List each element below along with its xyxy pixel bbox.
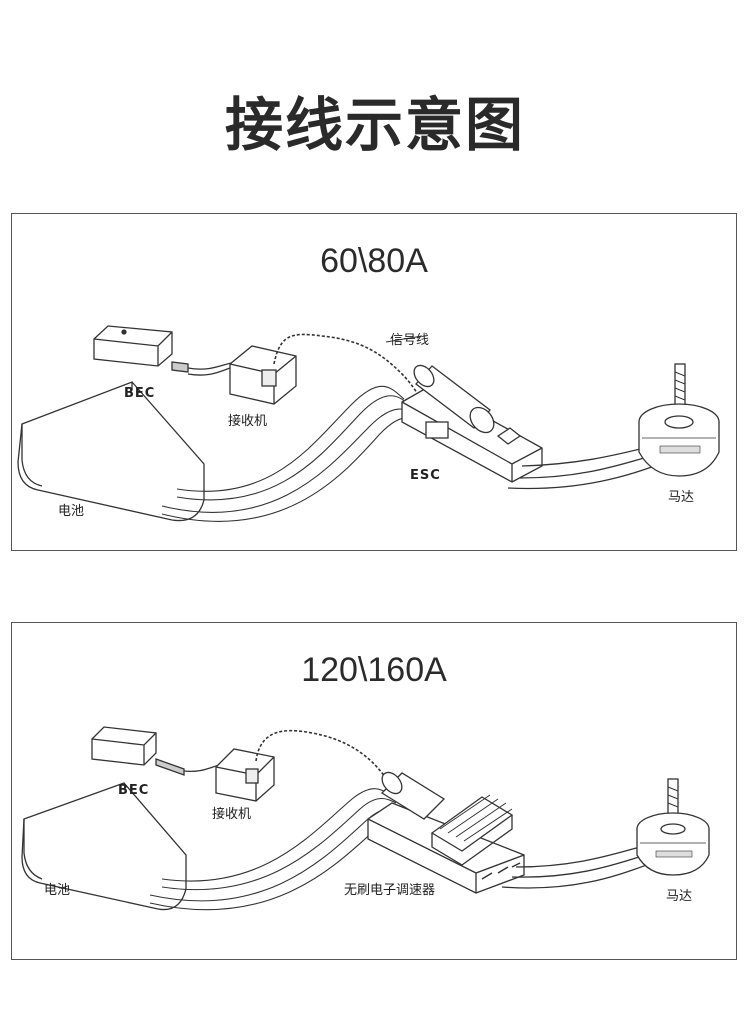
label-battery: 电池 (44, 883, 71, 898)
page-title: 接线示意图 (224, 91, 525, 159)
label-battery: 电池 (58, 504, 85, 519)
panel-heading: 120\160A (301, 651, 447, 689)
battery-pack (17, 381, 205, 522)
battery-pack (21, 782, 187, 911)
wiring-illustration (21, 726, 710, 911)
label-esc: ESC (410, 468, 441, 483)
diagram-panel-60-80a: 60\80A (11, 213, 737, 551)
wiring-illustration (17, 325, 720, 522)
label-receiver: 接收机 (228, 414, 268, 429)
label-motor: 马达 (668, 490, 695, 505)
diagram-panel-120-160a: 120\160A (11, 622, 737, 960)
esc-module (367, 771, 525, 894)
panel-heading: 60\80A (320, 242, 428, 280)
label-signal-wire: 信号线 (390, 333, 430, 348)
bec-module (91, 726, 185, 776)
label-motor: 马达 (666, 889, 693, 904)
receiver-module (229, 345, 297, 405)
label-esc: 无刷电子调速器 (344, 883, 436, 898)
label-receiver: 接收机 (212, 807, 252, 822)
motor (636, 778, 710, 876)
label-bec: BEC (124, 386, 156, 401)
label-bec: BEC (118, 783, 150, 798)
esc-module (401, 364, 543, 483)
bec-module (93, 325, 189, 373)
receiver-module (215, 748, 275, 802)
motor (638, 363, 720, 477)
